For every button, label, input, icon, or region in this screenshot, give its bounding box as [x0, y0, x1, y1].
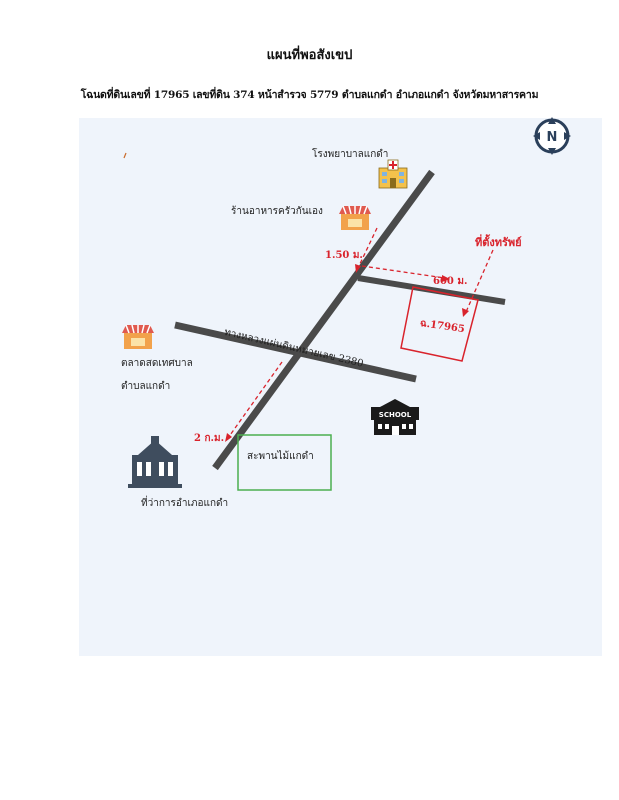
market-icon — [122, 324, 154, 349]
arrow-property-location — [465, 249, 494, 313]
market-label-line2: ตำบลแกดำ — [121, 381, 171, 392]
deed-subtitle: โฉนดที่ดินเลขที่ 17965 เลขที่ดิน 374 หน้… — [80, 89, 539, 101]
district-office-label: ที่ว่าการอำเภอแกดำ — [141, 498, 229, 509]
north-compass-icon: N — [533, 117, 571, 155]
arrowhead-side-road — [442, 275, 450, 282]
market-label-line1: ตลาดสดเทศบาล — [121, 358, 193, 369]
distance-side-road-label: 600 ม. — [433, 276, 468, 287]
arrow-to-junction — [357, 227, 378, 269]
arrow-to-office — [227, 361, 283, 439]
district-office-icon — [128, 436, 182, 488]
bridge-label: สะพานไม้แกดำ — [247, 451, 314, 462]
arrowhead-office — [225, 433, 232, 442]
bridge-box — [237, 434, 332, 491]
arrowhead-junction — [355, 264, 361, 273]
highway-2380 — [174, 321, 417, 383]
school-icon: SCHOOL — [371, 399, 419, 435]
hospital-icon — [378, 159, 408, 189]
distance-office-label: 2 ก.ม. — [194, 433, 225, 444]
hospital-label: โรงพยาบาลแกดำ — [312, 149, 389, 160]
property-location-label: ที่ตั้งทรัพย์ — [475, 236, 522, 249]
restaurant-icon — [339, 205, 371, 230]
main-road — [212, 169, 435, 471]
arrowhead-property — [462, 308, 469, 317]
property-parcel — [400, 286, 479, 362]
restaurant-label: ร้านอาหารครัวกันเอง — [231, 206, 323, 217]
map-panel — [79, 118, 602, 656]
compass-letter: N — [547, 130, 558, 145]
stray-mark — [123, 152, 127, 159]
school-sign-text: SCHOOL — [379, 411, 412, 419]
map-title: แผนที่พอสังเขป — [266, 48, 353, 63]
distance-junction-label: 1.50 ม. — [325, 250, 363, 261]
